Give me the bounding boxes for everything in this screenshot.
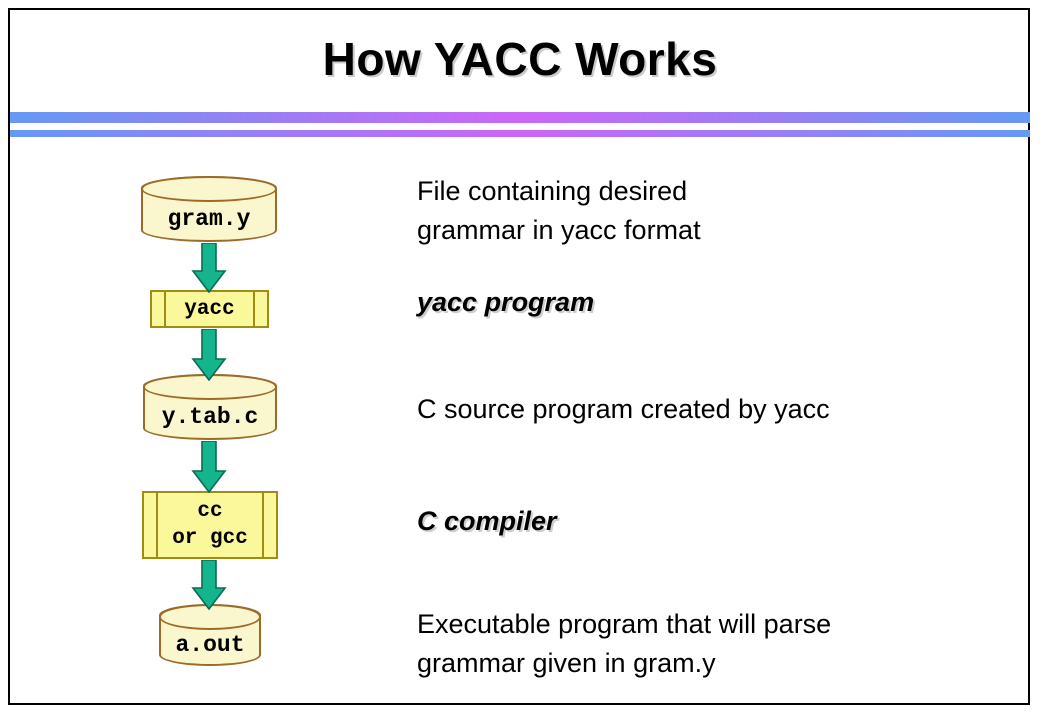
description-a-out: Executable program that will parse gramm… [417,609,832,678]
divider-band-top [10,110,1030,123]
cylinder-top-ellipse [141,176,277,202]
arrow-yacc-to-y-tab-c [191,328,227,382]
box-rule-right [253,292,255,326]
flow-node-cc-label-line2: or gcc [172,527,248,550]
flow-node-a-out-label: a.out [175,632,245,658]
description-cc: C compiler [417,506,557,536]
description-y-tab-c: C source program created by yacc [417,394,830,424]
flow-node-cc-or-gcc[interactable]: cc or gcc [142,491,278,559]
divider-band-bottom [10,124,1030,137]
flow-node-y-tab-c-label: y.tab.c [161,404,259,430]
flow-node-cc-label-line1: cc [197,500,223,523]
description-gram-y: File containing desired grammar in yacc … [417,176,701,245]
arrow-gram-y-to-yacc [191,242,227,294]
flow-node-yacc[interactable]: yacc [150,290,269,328]
box-rule-left [156,493,158,557]
page-title: How YACC Works [322,33,718,85]
flow-node-gram-y[interactable]: gram.y [141,176,277,242]
flow-node-yacc-label: yacc [184,297,235,321]
arrow-y-tab-c-to-cc [191,440,227,494]
box-rule-right [262,493,264,557]
flow-node-cc-label-wrap: cc or gcc [144,493,276,557]
description-yacc: yacc program [417,287,595,317]
arrow-cc-to-a-out [191,559,227,611]
flow-node-gram-y-label: gram.y [167,206,251,232]
flow-node-a-out[interactable]: a.out [159,604,261,666]
box-rule-left [164,292,166,326]
flow-node-yacc-label-wrap: yacc [152,292,267,326]
flow-node-y-tab-c[interactable]: y.tab.c [143,374,277,440]
